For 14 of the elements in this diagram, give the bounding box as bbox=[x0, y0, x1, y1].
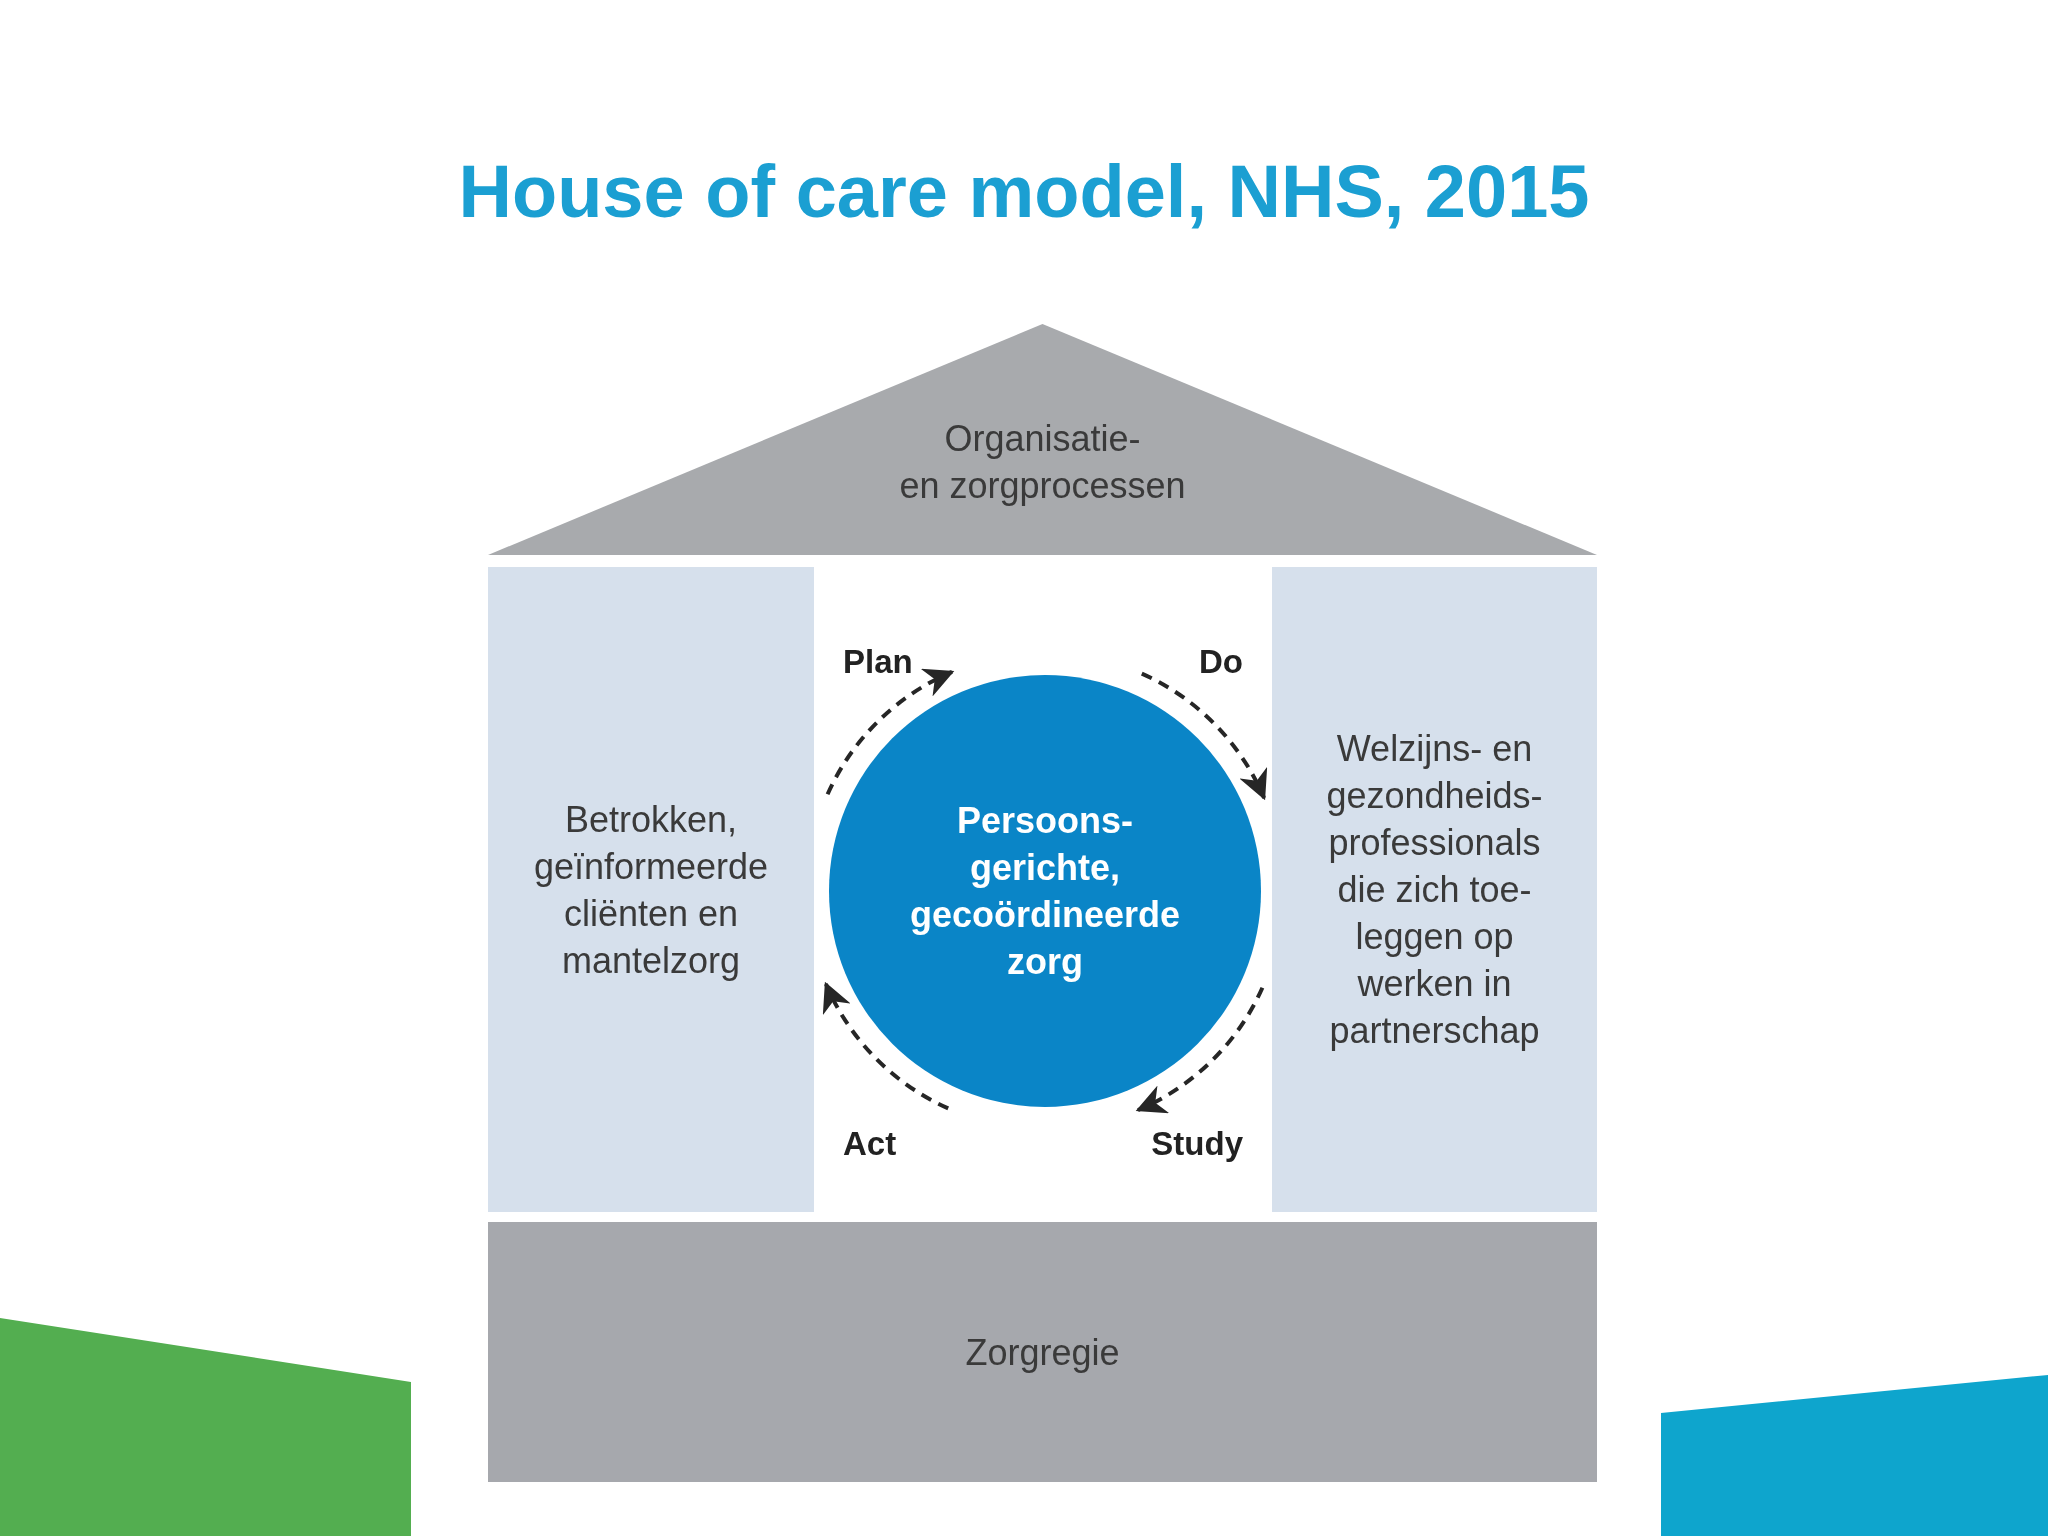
pillar-panel bbox=[488, 567, 814, 1212]
slide-title: House of care model, NHS, 2015 bbox=[457, 155, 1591, 229]
roof-triangle bbox=[488, 324, 1597, 555]
panel-label: Zorgregie bbox=[965, 1330, 1120, 1375]
foundation-panel bbox=[488, 1222, 1597, 1482]
panel-label: Welzijns- en gezondheids- professionals die zich toe- leggen op werken in partnerschap bbox=[1326, 727, 1543, 1053]
roof-label: Organisatie- en zorgprocessen bbox=[899, 417, 1186, 508]
cycle-step-label: Do bbox=[1199, 642, 1243, 682]
pillar-panel bbox=[1272, 567, 1597, 1212]
circle-label: Persoons- gerichte, gecoördineerde zorg bbox=[909, 799, 1181, 984]
panel-label: Betrokken, geïnformeerde cliënten en mantelzorg bbox=[533, 797, 769, 983]
cycle-step-label: Act bbox=[843, 1124, 897, 1164]
cycle-step-label: Plan bbox=[843, 642, 913, 682]
cycle-step-label: Study bbox=[1151, 1124, 1243, 1164]
